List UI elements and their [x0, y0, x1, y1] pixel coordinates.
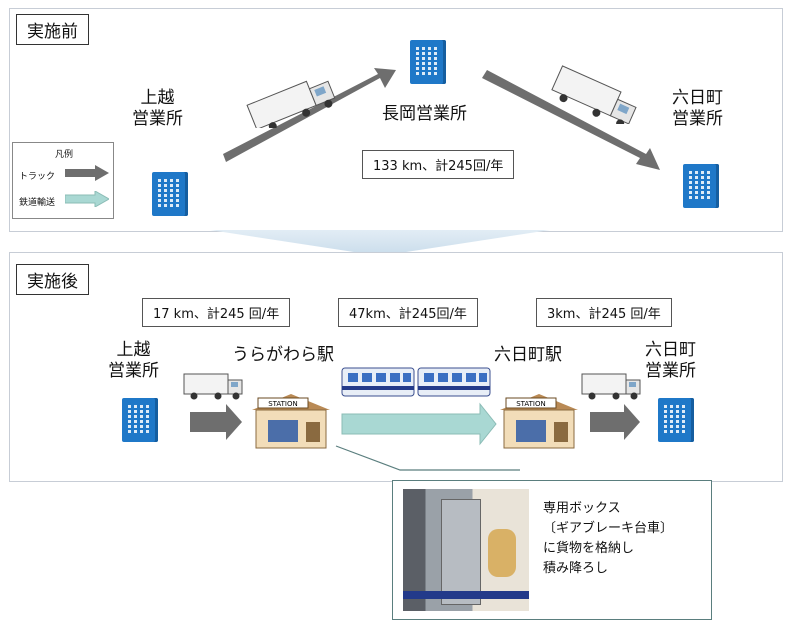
after-station-left-label: うらがわら駅	[232, 345, 334, 365]
after-seg2-box: 47km、計245回/年	[338, 298, 478, 327]
truck-arrow-2	[590, 404, 640, 440]
photo-caption-line1: 専用ボックス	[543, 501, 621, 516]
before-office-mid-label: 長岡営業所	[382, 104, 467, 124]
after-tag: 実施後	[16, 264, 89, 295]
before-office-right-line1: 六日町	[672, 88, 723, 108]
legend-truck-label: トラック	[19, 172, 56, 182]
legend: 凡例 トラック 鉄道輸送	[12, 142, 114, 219]
before-office-left-label: 上越 営業所	[132, 88, 183, 131]
before-office-right-label: 六日町 営業所	[672, 88, 723, 131]
legend-truck-arrow-icon	[65, 165, 109, 181]
photo-caption-line4: 積み降ろし	[543, 561, 609, 577]
before-distance-box: 133 km、計245回/年	[362, 150, 515, 179]
station-sign-text: STATION	[516, 400, 546, 408]
photo-caption: 専用ボックス 〔ギアブレーキ台車〕 に貨物を格納し 積み降ろし	[543, 499, 673, 580]
station-sign-text: STATION	[268, 400, 298, 408]
photo-callout: 専用ボックス 〔ギアブレーキ台車〕 に貨物を格納し 積み降ろし	[392, 480, 712, 620]
truck-icon	[581, 373, 641, 400]
station-left-icon: STATION	[252, 394, 330, 449]
after-seg3-box: 3km、計245 回/年	[536, 298, 672, 327]
before-panel	[9, 8, 783, 232]
after-office-left-line1: 上越	[116, 340, 151, 360]
before-office-left-line1: 上越	[140, 88, 175, 108]
truck-icon	[183, 373, 243, 400]
office-building-icon	[683, 164, 719, 208]
after-office-left-line2: 営業所	[108, 361, 159, 382]
truck-arrow-1	[190, 404, 242, 440]
train-icon	[341, 367, 491, 397]
photo-caption-line3: に貨物を格納し	[543, 541, 635, 557]
rail-arrow	[341, 402, 497, 446]
before-office-right-line2: 営業所	[672, 109, 723, 130]
truck-icon	[551, 65, 637, 124]
before-tag: 実施前	[16, 14, 89, 45]
transition-arrow	[210, 230, 550, 256]
office-building-icon	[122, 398, 158, 442]
photo-caption-line2: 〔ギアブレーキ台車〕	[543, 521, 674, 537]
after-office-right-label: 六日町 営業所	[645, 340, 696, 383]
truck-icon	[246, 80, 336, 128]
before-office-left-line2: 営業所	[132, 109, 183, 130]
office-building-icon	[410, 40, 446, 84]
legend-title: 凡例	[55, 150, 74, 160]
after-panel	[9, 252, 783, 482]
legend-rail-arrow-icon	[65, 191, 109, 207]
after-office-left-label: 上越 営業所	[108, 340, 159, 383]
after-station-right-label: 六日町駅	[494, 345, 562, 365]
after-office-right-line1: 六日町	[645, 340, 696, 360]
photo-callout-line	[335, 445, 520, 471]
after-seg1-box: 17 km、計245 回/年	[142, 298, 291, 327]
office-building-icon	[152, 172, 188, 216]
legend-rail-label: 鉄道輸送	[19, 198, 56, 208]
after-office-right-line2: 営業所	[645, 361, 696, 382]
cargo-box-photo	[403, 489, 529, 611]
office-building-icon	[658, 398, 694, 442]
station-right-icon: STATION	[500, 394, 578, 449]
